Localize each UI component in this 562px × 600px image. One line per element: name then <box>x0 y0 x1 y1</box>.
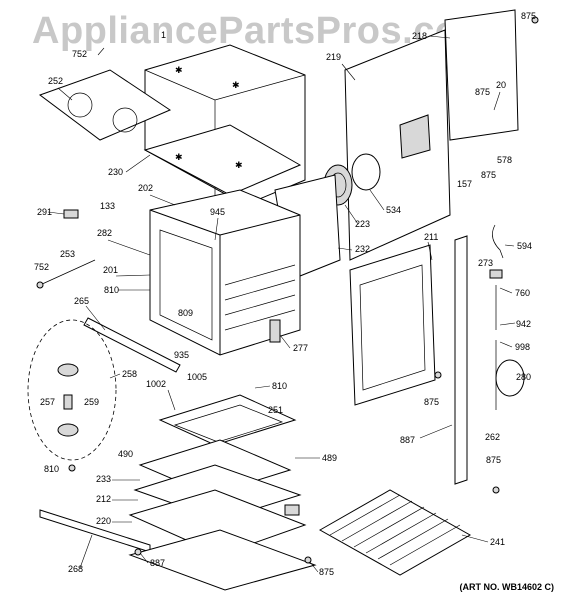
vent-plate-part[interactable] <box>38 69 172 141</box>
callout-label: 265 <box>74 296 89 306</box>
callout-label: 259 <box>84 397 99 407</box>
svg-text:✱: ✱ <box>232 80 240 90</box>
callout-labels: 875 218 752 1 252 219 20 875 230 578 157… <box>34 11 536 577</box>
callout-label: 875 <box>481 170 496 180</box>
art-number: (ART NO. WB14602 C) <box>459 582 554 592</box>
callout-label: 252 <box>48 76 63 86</box>
bracket-291-part[interactable] <box>63 209 79 219</box>
oven-cavity-part[interactable] <box>149 189 301 356</box>
callout-label: 251 <box>268 405 283 415</box>
callout-label: 291 <box>37 207 52 217</box>
callout-label: 810 <box>104 285 119 295</box>
svg-text:✱: ✱ <box>175 65 183 75</box>
callout-label: 875 <box>319 567 334 577</box>
callout-label: 218 <box>412 31 427 41</box>
callout-label: 935 <box>174 350 189 360</box>
callout-label: 157 <box>457 179 472 189</box>
callout-label: 241 <box>490 537 505 547</box>
probe-assembly-part[interactable] <box>489 224 525 410</box>
sensor-253-part[interactable] <box>36 259 96 289</box>
callout-label: 219 <box>326 52 341 62</box>
door-frame-part[interactable] <box>349 244 436 406</box>
callout-label: 211 <box>424 232 438 242</box>
oven-rack-part[interactable] <box>318 489 472 576</box>
callout-label: 875 <box>486 455 501 465</box>
callout-label: 942 <box>516 319 531 329</box>
screw-fastener-part[interactable] <box>68 16 539 564</box>
callout-label: 268 <box>68 564 83 574</box>
callout-label: 887 <box>150 558 165 568</box>
callout-label: 875 <box>475 87 490 97</box>
callout-label: 945 <box>210 207 225 217</box>
callout-label: 810 <box>272 381 287 391</box>
callout-label: 490 <box>118 449 133 459</box>
callout-label: 282 <box>97 228 112 238</box>
callout-label: 1002 <box>146 379 166 389</box>
callout-label: 810 <box>44 464 59 474</box>
trim-strip-part[interactable] <box>83 317 181 373</box>
callout-label: 257 <box>40 397 55 407</box>
callout-label: 887 <box>400 435 415 445</box>
svg-text:✱: ✱ <box>175 152 183 162</box>
callout-label: 258 <box>122 369 137 379</box>
svg-text:✱: ✱ <box>235 160 243 170</box>
callout-label: 594 <box>517 241 532 251</box>
inner-door-part[interactable] <box>158 394 297 446</box>
rear-bracket-part[interactable] <box>444 9 519 141</box>
callout-label: 280 <box>516 372 531 382</box>
callout-label: 277 <box>293 343 308 353</box>
callout-label: 202 <box>138 183 153 193</box>
callout-label: 133 <box>100 201 115 211</box>
callout-label: 253 <box>60 249 75 259</box>
callout-label: 534 <box>386 205 401 215</box>
callout-label: 752 <box>72 49 87 59</box>
callout-label: 578 <box>497 155 512 165</box>
callout-label: 809 <box>178 308 193 318</box>
callout-label: 220 <box>96 516 111 526</box>
callout-label: 273 <box>478 258 493 268</box>
side-trim-part[interactable] <box>454 235 468 485</box>
callout-label: 752 <box>34 262 49 272</box>
callout-label: 998 <box>515 342 530 352</box>
callout-label: 230 <box>108 167 123 177</box>
callout-label: 232 <box>355 244 370 254</box>
callout-label: 875 <box>424 397 439 407</box>
callout-label: 489 <box>322 453 337 463</box>
callout-label: 20 <box>496 80 506 90</box>
callout-label: 212 <box>96 494 111 504</box>
callout-label: 233 <box>96 474 111 484</box>
fan-motor-part[interactable] <box>351 153 381 191</box>
door-outer-panel-part[interactable] <box>128 529 317 591</box>
door-lock-assembly-part[interactable] <box>27 319 117 461</box>
bottom-panel-part[interactable]: ✱ ✱ <box>143 124 302 196</box>
leader-lines <box>47 35 516 573</box>
callout-label: 1 <box>161 30 166 40</box>
callout-label: 760 <box>515 288 530 298</box>
callout-label: 262 <box>485 432 500 442</box>
callout-label: 875 <box>521 11 536 21</box>
callout-label: 223 <box>355 219 370 229</box>
callout-label: 201 <box>103 265 118 275</box>
callout-label: 1005 <box>187 372 207 382</box>
